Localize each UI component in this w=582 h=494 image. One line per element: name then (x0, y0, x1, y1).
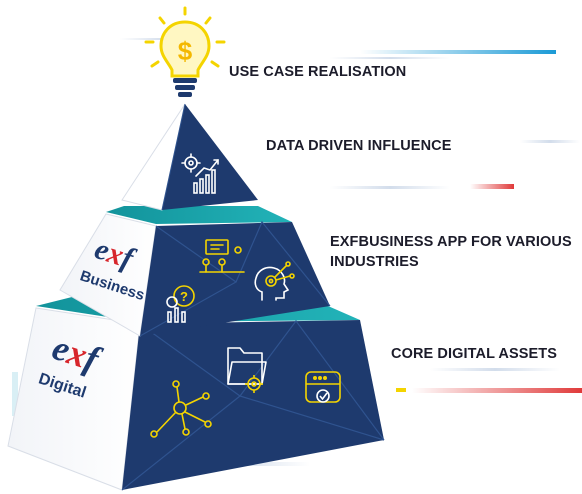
tier-app-front-face (140, 222, 330, 336)
label-exfbusiness-app: EXFBUSINESS APP FOR VARIOUS INDUSTRIES (330, 232, 572, 272)
database-check-icon (305, 371, 341, 403)
faint-streak (330, 186, 450, 189)
tier-core-front-face (122, 320, 384, 490)
lightbulb-dollar-icon: $ (144, 6, 226, 97)
red-streak (470, 184, 514, 189)
faint-streak (430, 368, 560, 371)
analytics-question-icon: ? (166, 285, 195, 323)
tier-app (59, 206, 331, 337)
svg-text:?: ? (180, 289, 188, 304)
facet-line (239, 395, 385, 441)
left-accent (12, 372, 18, 416)
tier-data-front-face (162, 104, 258, 210)
head-target-icon (254, 261, 295, 301)
faint-streak (330, 57, 450, 59)
blue-streak (360, 50, 556, 54)
gear-growth-chart-icon (181, 153, 219, 194)
label-exfbusiness-app-line-2: INDUSTRIES (330, 254, 419, 270)
facet-line (239, 319, 385, 441)
folder-gear-icon (227, 347, 267, 393)
label-data-driven-influence: DATA DRIVEN INFLUENCE (266, 138, 452, 154)
tier-app-band (106, 206, 292, 224)
dollar-symbol: $ (178, 36, 193, 66)
facet-line (161, 103, 186, 211)
cluster-people-icon (199, 239, 245, 273)
network-nodes-icon (150, 380, 212, 438)
tier-data (121, 103, 258, 211)
facet-line (235, 220, 331, 307)
label-exfbusiness-app-line-1: EXFBUSINESS APP FOR VARIOUS (330, 234, 572, 250)
label-core-digital-assets: CORE DIGITAL ASSETS (391, 346, 557, 362)
faint-streak (520, 140, 580, 143)
red-streak (412, 388, 582, 393)
label-use-case-realisation: USE CASE REALISATION (229, 64, 407, 80)
yellow-dash (396, 388, 406, 392)
